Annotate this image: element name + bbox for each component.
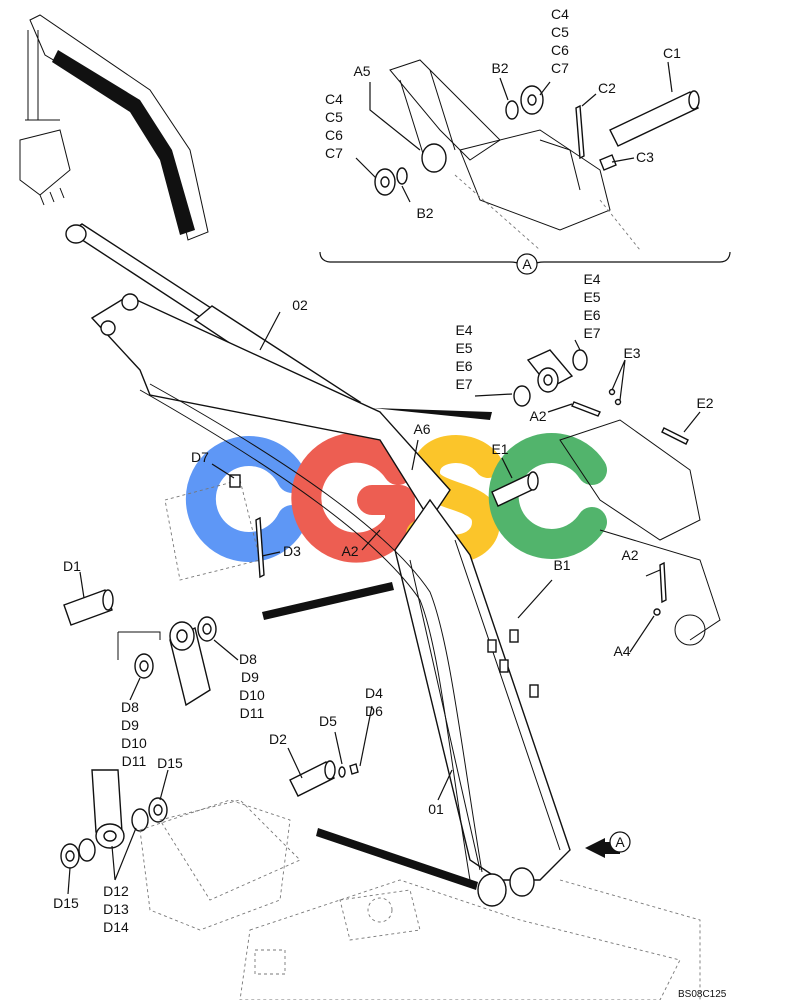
bolt-e2	[661, 427, 689, 445]
label-d6: D6	[365, 703, 383, 719]
boom-foot-right	[509, 867, 535, 897]
label-b2-bottom: B2	[416, 205, 433, 221]
label-d9-left: D9	[121, 717, 139, 733]
view-marker-a-top-label: A	[522, 256, 532, 272]
callout-labels: C4 C5 C6 C7 C4 C5 C6 C7 A5 B2 B2 C1 C2 C…	[53, 6, 727, 1000]
bolt-a2-right	[659, 561, 667, 604]
label-d8-right: D8	[239, 651, 257, 667]
washer-e-right	[572, 349, 588, 371]
label-c7-top: C7	[551, 60, 569, 76]
shim-b2-left	[396, 167, 408, 185]
bolt-d3	[255, 516, 265, 579]
watermark-letter-c1	[185, 436, 307, 562]
drawing-code: BS08C125	[678, 989, 727, 1000]
label-a2-middle: A2	[341, 543, 358, 559]
upper-structure	[139, 799, 701, 1000]
label-part-01: 01	[428, 801, 444, 817]
label-b1: B1	[553, 557, 570, 573]
direction-arrow-upper	[372, 408, 492, 420]
view-marker-a-top	[516, 253, 538, 275]
label-e5-left: E5	[455, 340, 472, 356]
shim-b2-right	[505, 100, 519, 120]
shim-d12-left	[78, 838, 96, 862]
label-d10-left: D10	[121, 735, 147, 751]
bolt-d4	[349, 763, 359, 775]
label-a2-right: A2	[621, 547, 638, 563]
hose-line	[139, 389, 471, 881]
label-e4-right: E4	[583, 271, 600, 287]
bolt-a2-e	[571, 401, 601, 417]
washer-e-left	[513, 385, 531, 407]
label-e4-left: E4	[455, 322, 472, 338]
bolt-e3-a	[608, 388, 616, 396]
label-c6-left: C6	[325, 127, 343, 143]
label-c6-top: C6	[551, 42, 569, 58]
label-d10-right: D10	[239, 687, 265, 703]
view-marker-a-bottom	[609, 831, 631, 853]
pin-d1	[63, 589, 113, 626]
nut-a4	[653, 608, 661, 616]
pin-d2	[289, 761, 335, 797]
label-e6-right: E6	[583, 307, 600, 323]
label-c4-top: C4	[551, 6, 569, 22]
detail-a: A	[319, 59, 731, 275]
label-d14: D14	[103, 919, 129, 935]
label-a5: A5	[353, 63, 370, 79]
label-c5-left: C5	[325, 109, 343, 125]
label-e3: E3	[623, 345, 640, 361]
label-c1: C1	[663, 45, 681, 61]
plate-d7	[229, 474, 241, 488]
label-part-02: 02	[292, 297, 308, 313]
label-e6-left: E6	[455, 358, 472, 374]
label-a4: A4	[613, 643, 630, 659]
label-d15-upper: D15	[157, 755, 183, 771]
boom-assembly: A	[65, 223, 631, 907]
label-a2-upper: A2	[529, 408, 546, 424]
lower-boom	[394, 498, 571, 881]
label-c3: C3	[636, 149, 654, 165]
label-e2: E2	[696, 395, 713, 411]
direction-arrow-lower	[316, 828, 478, 890]
label-d7: D7	[191, 449, 209, 465]
ring-d5	[338, 766, 346, 778]
label-d9-right: D9	[241, 669, 259, 685]
label-e7-right: E7	[583, 325, 600, 341]
view-marker-a-bottom-label: A	[615, 834, 625, 850]
bushing-d-lower	[91, 769, 125, 849]
bushing-d-upper	[169, 621, 211, 707]
label-c7-left: C7	[325, 145, 343, 161]
excavator-thumbnail	[19, 14, 209, 241]
label-d13: D13	[103, 901, 129, 917]
label-b2-top: B2	[491, 60, 508, 76]
label-e7-left: E7	[455, 376, 472, 392]
label-d5: D5	[319, 713, 337, 729]
pin-c1	[609, 90, 700, 147]
direction-arrow-middle	[262, 582, 394, 620]
label-e1: E1	[491, 441, 508, 457]
label-c4-left: C4	[325, 91, 343, 107]
label-d12: D12	[103, 883, 129, 899]
boom-foot-left	[477, 873, 507, 907]
watermark-letter-g	[291, 432, 415, 563]
label-c2: C2	[598, 80, 616, 96]
label-d8-left: D8	[121, 699, 139, 715]
label-d11-left: D11	[122, 753, 147, 769]
label-d4: D4	[365, 685, 383, 701]
label-d1: D1	[63, 558, 81, 574]
boom-foot-boss	[421, 143, 447, 173]
label-e5-right: E5	[583, 289, 600, 305]
label-d15-lower: D15	[53, 895, 79, 911]
leader-lines	[67, 61, 701, 895]
label-d11-right: D11	[240, 705, 265, 721]
nut-c3	[599, 154, 617, 171]
label-a6: A6	[413, 421, 430, 437]
label-c5-top: C5	[551, 24, 569, 40]
bolt-c2	[575, 104, 585, 160]
label-d2: D2	[269, 731, 287, 747]
bolt-e3-b	[614, 398, 622, 406]
label-d3: D3	[283, 543, 301, 559]
e-pin-group	[491, 349, 721, 646]
d-pin-group	[60, 474, 359, 901]
